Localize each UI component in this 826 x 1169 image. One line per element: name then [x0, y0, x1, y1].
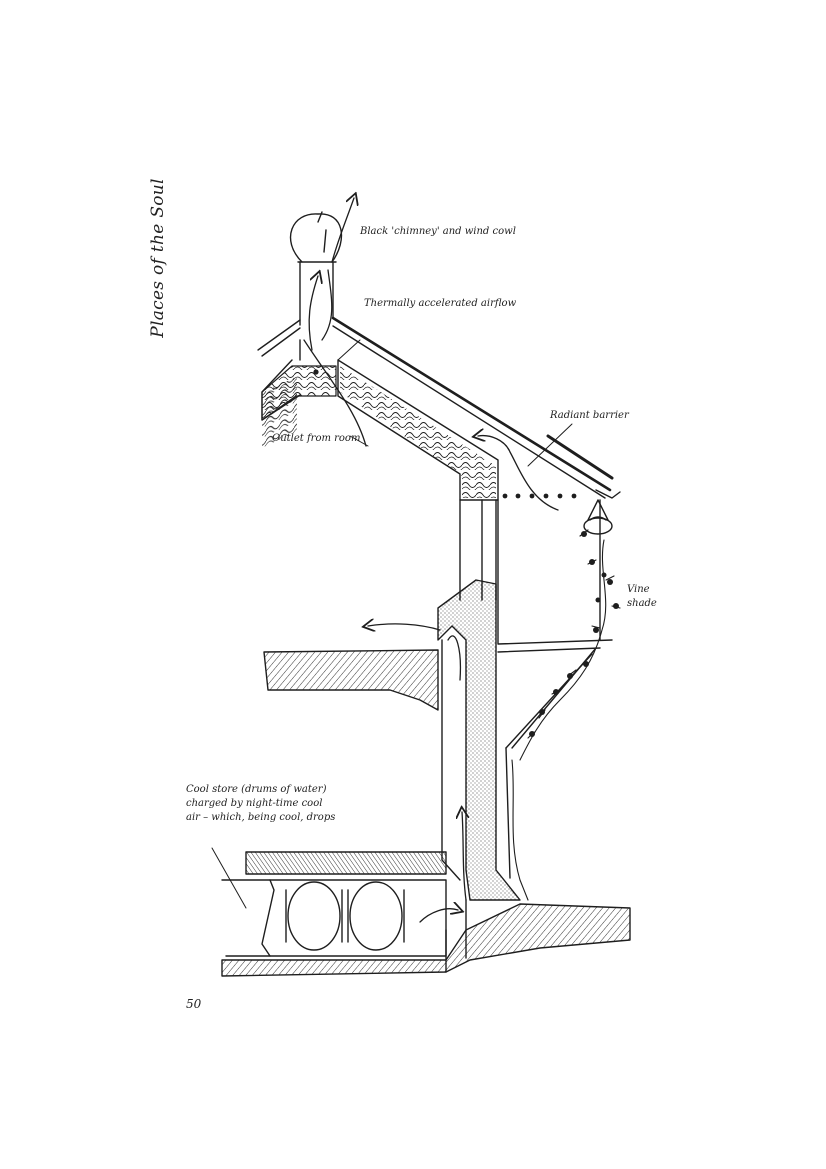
upper-floor-slab [263, 649, 439, 711]
label-chimney: Black 'chimney' and wind cowl [360, 226, 516, 237]
hanging-basket [583, 499, 613, 535]
leader-lines [211, 339, 573, 909]
vent-beads [313, 369, 577, 499]
central-wall [437, 579, 521, 901]
label-cool-store: Cool store (drums of water) charged by n… [186, 784, 336, 823]
verandah [497, 499, 613, 879]
label-airflow: Thermally accelerated airflow [364, 298, 517, 309]
page-number: 50 [186, 997, 202, 1011]
ground-floor-slab [245, 851, 447, 875]
ground [221, 903, 631, 977]
chimney-cowl [289, 211, 343, 326]
cool-store [221, 879, 447, 957]
airflow-arrows [303, 198, 559, 923]
label-vine-shade: Vine shade [627, 584, 657, 609]
label-radiant-barrier: Radiant barrier [550, 410, 629, 421]
main-roof [331, 316, 621, 499]
label-outlet: Outlet from room [272, 433, 361, 444]
vine [511, 529, 621, 901]
